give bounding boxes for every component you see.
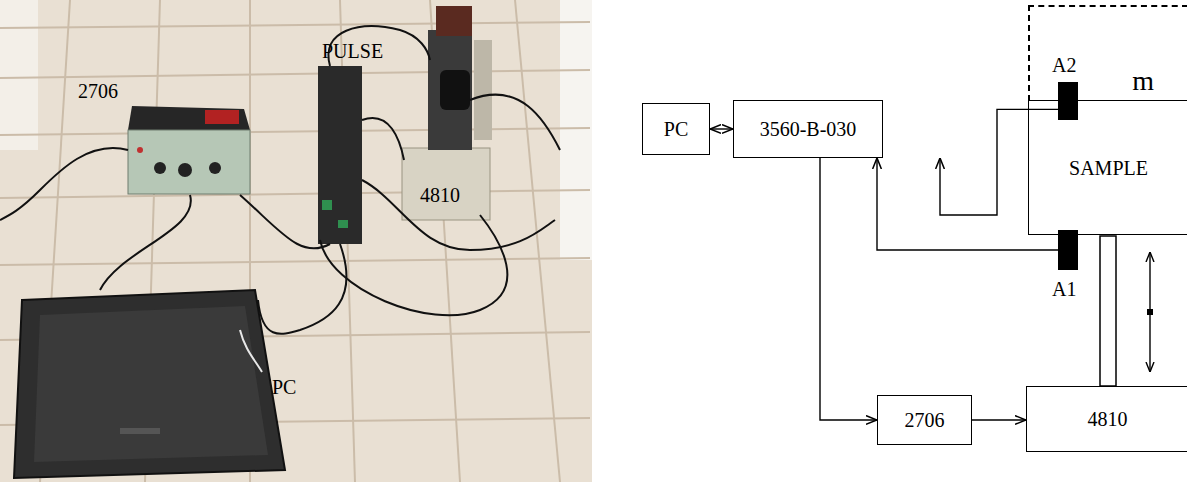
floor-tiles	[0, 0, 590, 482]
device-box: PC	[642, 103, 710, 155]
wall	[560, 0, 592, 260]
box-label: 3560-B-030	[760, 118, 857, 140]
floor	[0, 0, 592, 482]
device-box: 3560-B-030	[733, 100, 883, 158]
photo	[0, 0, 592, 482]
sample-box: SAMPLE	[1028, 100, 1187, 235]
photo-label: PULSE	[322, 40, 383, 62]
shaker-box: 4810	[1026, 386, 1187, 452]
box-label: 4810	[1088, 408, 1128, 430]
wall	[0, 0, 38, 150]
photo-label: 2706	[78, 80, 118, 102]
mass-region: m	[1028, 5, 1187, 101]
photo-label: PC	[272, 376, 296, 398]
signal-connector	[940, 109, 1058, 215]
signal-connector	[877, 158, 1058, 250]
box-label: 2706	[905, 409, 945, 431]
signal-connector	[972, 419, 1026, 420]
amplifier-photo	[128, 106, 250, 194]
device-box: 2706	[877, 395, 972, 445]
signal-connector	[820, 158, 877, 420]
vibration-arrow	[1147, 252, 1153, 372]
box-label: PC	[664, 118, 688, 140]
cables-photo	[0, 26, 560, 333]
signal-connector	[710, 128, 733, 129]
pulse-frontend-photo	[318, 66, 362, 244]
box-label: SAMPLE	[1069, 157, 1148, 179]
accelerometer: A2	[1058, 82, 1078, 120]
sensor-label: A2	[1052, 54, 1076, 76]
sensor-label: A1	[1052, 278, 1076, 300]
photo-label: 4810	[420, 184, 460, 206]
cable-photo	[240, 330, 262, 372]
laptop-photo	[14, 290, 285, 478]
shaker-rod	[1100, 236, 1116, 386]
accelerometer: A1	[1058, 230, 1078, 270]
box-label: m	[1132, 66, 1154, 97]
